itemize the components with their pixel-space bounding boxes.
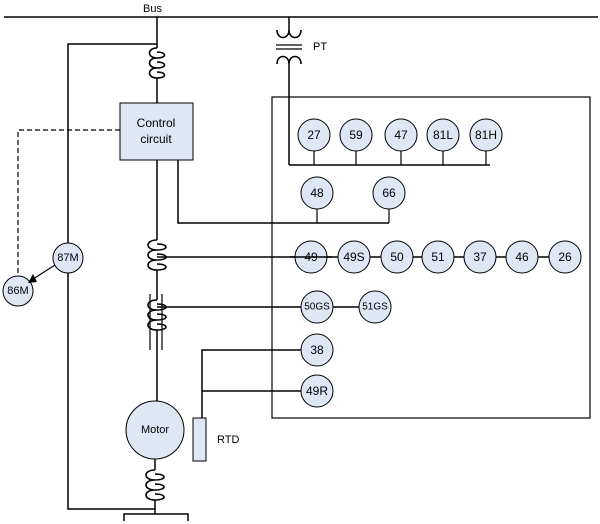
relay-51gs-label: 51GS: [362, 302, 388, 313]
control-circuit-label-2: circuit: [140, 132, 172, 146]
relay-49r: [300, 374, 334, 408]
control-circuit-label-1: Control: [137, 116, 176, 130]
ct-coil-phase: [147, 239, 167, 271]
relay-81h-label: 81H: [475, 128, 497, 142]
ground-symbol: [123, 513, 189, 521]
control-to-48-66-line: [177, 160, 389, 224]
rtd-to-38-line: [201, 349, 301, 418]
relay-46: [505, 240, 539, 274]
relay-27: [297, 118, 331, 152]
diff-loop-top: [67, 43, 157, 243]
relay-49r-label: 49R: [306, 384, 328, 398]
relay-26: [548, 240, 582, 274]
rtd-label: RTD: [217, 434, 239, 446]
pt-coil-primary: [276, 29, 302, 39]
diff-loop-bottom: [67, 273, 155, 510]
relay-37-label: 37: [473, 250, 487, 264]
ct-coil-top: [148, 47, 166, 79]
relay-51gs: [358, 290, 392, 324]
pt-coil-secondary: [276, 55, 302, 65]
relay-81h: [469, 118, 503, 152]
relay-66: [372, 176, 406, 210]
relay-81l: [426, 118, 460, 152]
relay-49-label: 49: [304, 250, 318, 264]
relay-87m-label: 87M: [57, 252, 78, 264]
rtd-sensor: [192, 417, 207, 462]
relay-27-label: 27: [307, 128, 321, 142]
relay-51-label: 51: [431, 250, 445, 264]
relay-81l-label: 81L: [433, 128, 453, 142]
relay-59-label: 59: [349, 128, 363, 142]
relay-86m-label: 86M: [7, 285, 28, 297]
relay-38: [300, 333, 334, 367]
relay-50-label: 50: [390, 250, 404, 264]
dashed-trip-line: [17, 129, 120, 276]
relay-86m: [2, 275, 34, 307]
relay-37: [463, 240, 497, 274]
control-circuit-box: [119, 102, 194, 161]
relay-59: [339, 118, 373, 152]
relay-49s: [337, 240, 371, 274]
relay-50gs-label: 50GS: [304, 302, 330, 313]
relay-48-label: 48: [310, 186, 324, 200]
relay-47-label: 47: [394, 128, 408, 142]
motor-label: Motor: [141, 424, 169, 436]
relay-66-label: 66: [382, 186, 396, 200]
relay-26-label: 26: [558, 250, 572, 264]
relay-47: [384, 118, 418, 152]
relay-49s-label: 49S: [343, 250, 364, 264]
ct-coil-ground: [147, 299, 167, 331]
relay-50: [380, 240, 414, 274]
bus-label: Bus: [143, 3, 162, 15]
relay-48: [300, 176, 334, 210]
arrow-head-icon: [28, 274, 37, 283]
relay-46-label: 46: [515, 250, 529, 264]
relay-87m: [52, 242, 84, 274]
relay-50gs: [300, 290, 334, 324]
relay-51: [421, 240, 455, 274]
relay-38-label: 38: [310, 343, 324, 357]
pt-label: PT: [313, 41, 327, 53]
ct-coil-neutral: [145, 469, 165, 501]
